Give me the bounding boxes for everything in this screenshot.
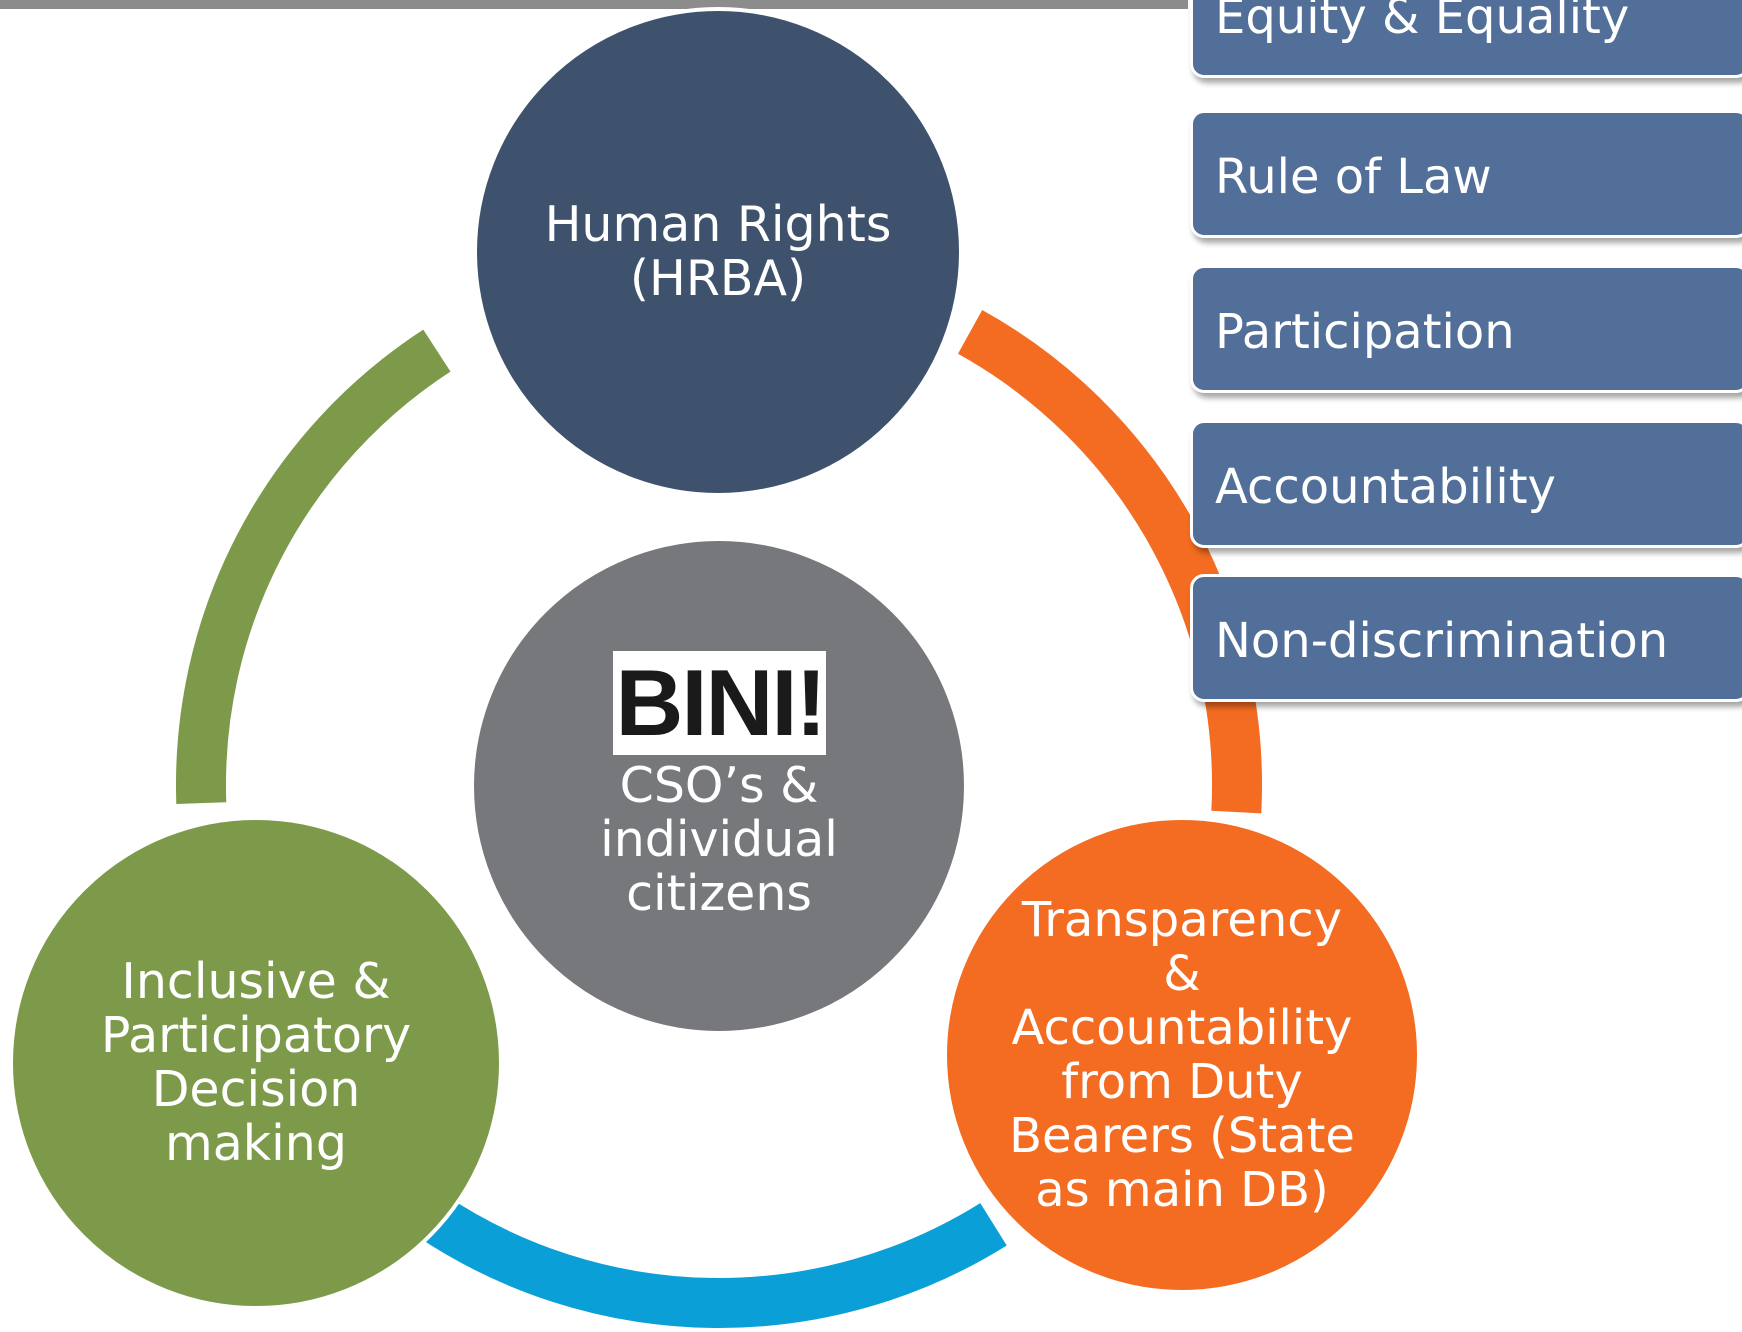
principle-box: Equity & Equality bbox=[1190, 0, 1742, 78]
arc-blue bbox=[415, 1193, 1007, 1328]
principle-box: Participation bbox=[1190, 265, 1742, 393]
human-rights-circle: Human Rights (HRBA) bbox=[473, 7, 963, 497]
principle-box: Rule of Law bbox=[1190, 110, 1742, 238]
cso-label: CSO’s & individual citizens bbox=[600, 757, 838, 922]
title-bar-strip bbox=[0, 0, 1188, 9]
transparency-accountability-label: Transparency & Accountability from Duty … bbox=[1009, 892, 1355, 1218]
transparency-accountability-circle: Transparency & Accountability from Duty … bbox=[943, 816, 1421, 1294]
bini-logo: BINI! bbox=[612, 651, 826, 755]
arc-orange bbox=[957, 310, 1262, 814]
inclusive-decision-circle: Inclusive & Participatory Decision makin… bbox=[9, 816, 503, 1310]
arc-green bbox=[175, 329, 451, 804]
principle-box: Accountability bbox=[1190, 420, 1742, 548]
principle-box: Non-discrimination bbox=[1190, 574, 1742, 702]
inclusive-decision-label: Inclusive & Participatory Decision makin… bbox=[100, 953, 412, 1172]
cso-circle: BINI! CSO’s & individual citizens bbox=[470, 537, 968, 1035]
human-rights-label: Human Rights (HRBA) bbox=[544, 196, 892, 307]
